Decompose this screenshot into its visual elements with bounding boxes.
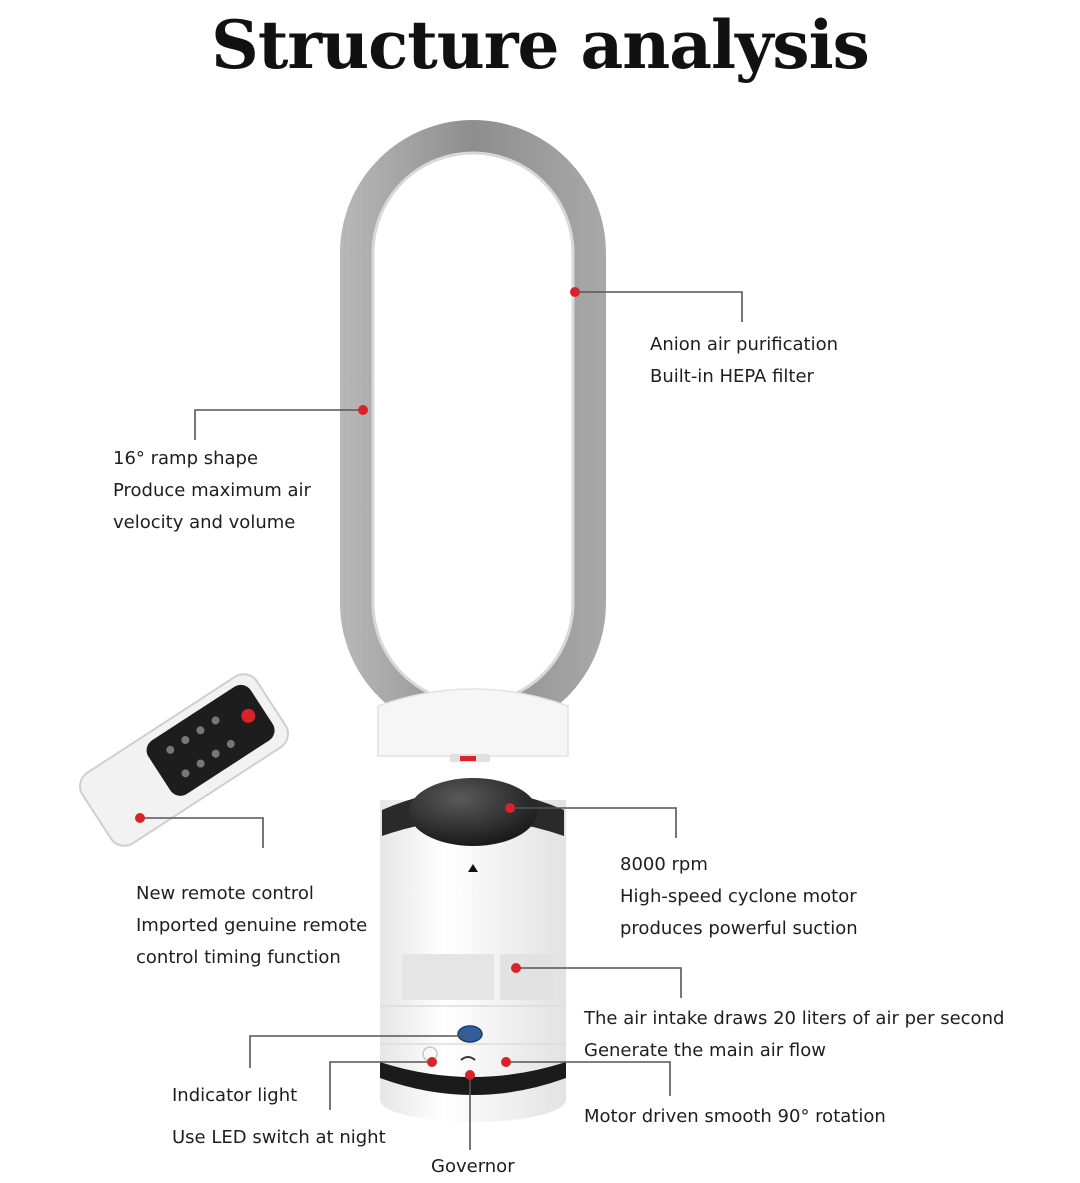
callout-indicator: Indicator light Use LED switch at night	[172, 1075, 386, 1159]
governor-icon	[460, 1056, 476, 1061]
callout-text: Indicator light	[172, 1085, 298, 1106]
callout-markers	[135, 287, 580, 1080]
callout-text: velocity and volume	[113, 512, 296, 533]
callout-text: control timing function	[136, 947, 341, 968]
callout-text: Motor driven smooth 90° rotation	[584, 1106, 886, 1127]
marker-indicator	[427, 1057, 437, 1067]
air-intake-grille	[402, 954, 494, 1000]
callout-text: Imported genuine remote	[136, 915, 368, 936]
callout-text: Use LED switch at night	[172, 1127, 386, 1148]
indicator-light-icon	[457, 1025, 483, 1043]
callout-text: 16° ramp shape	[113, 448, 259, 469]
callout-ramp: 16° ramp shape Produce maximum air veloc…	[113, 443, 311, 539]
callout-text: High-speed cyclone motor	[620, 886, 857, 907]
callout-intake: The air intake draws 20 liters of air pe…	[584, 1003, 1004, 1067]
callout-remote: New remote control Imported genuine remo…	[136, 878, 367, 974]
callout-text: Generate the main air flow	[584, 1040, 826, 1061]
remote-power-button-icon	[241, 708, 256, 723]
callout-text: New remote control	[136, 883, 314, 904]
motor-dome	[409, 778, 537, 846]
marker-ramp	[358, 405, 368, 415]
arrow-up-icon	[468, 864, 478, 872]
marker-motor	[505, 803, 515, 813]
callout-text: The air intake draws 20 liters of air pe…	[584, 1008, 1005, 1029]
callout-motor: 8000 rpm High-speed cyclone motor produc…	[620, 849, 858, 945]
callout-text: Governor	[431, 1156, 515, 1177]
ring-holder-base	[377, 688, 569, 762]
marker-governor	[465, 1070, 475, 1080]
marker-intake	[511, 963, 521, 973]
marker-anion	[570, 287, 580, 297]
callout-rotation: Motor driven smooth 90° rotation	[584, 1101, 886, 1133]
marker-remote	[135, 813, 145, 823]
callout-governor: Governor	[431, 1151, 515, 1183]
callout-text: Built-in HEPA filter	[650, 366, 814, 387]
fan-loop-ring	[340, 120, 606, 736]
callout-text: Produce maximum air	[113, 480, 311, 501]
holder-indicator-icon	[460, 756, 476, 761]
page-title: Structure analysis	[211, 6, 870, 84]
marker-rotation	[501, 1057, 511, 1067]
motor-body	[380, 778, 566, 1122]
callout-text: Anion air purification	[650, 334, 838, 355]
callout-text: 8000 rpm	[620, 854, 708, 875]
remote-control	[79, 673, 289, 847]
leader-lines	[140, 291, 743, 1150]
callout-text: produces powerful suction	[620, 918, 858, 939]
callout-anion: Anion air purification Built-in HEPA fil…	[650, 329, 838, 393]
